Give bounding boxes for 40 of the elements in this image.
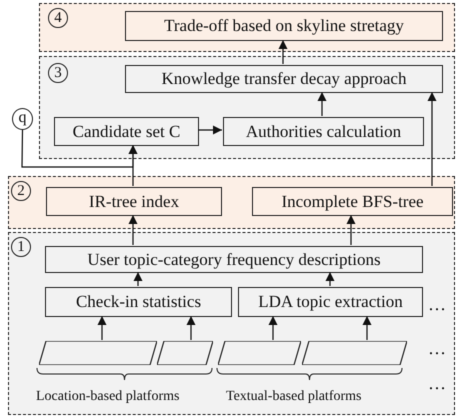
arrow (362, 316, 372, 340)
process-box: IR-tree index (46, 187, 222, 216)
arrow (21, 130, 138, 168)
stage-panel (39, 56, 455, 159)
arrow (428, 92, 436, 186)
stage-panel (39, 3, 455, 52)
parallelogram-shape (157, 341, 213, 365)
arrow (346, 215, 356, 245)
stage-panel (8, 232, 455, 415)
process-box: Authorities calculation (223, 117, 424, 146)
arrow (98, 316, 106, 340)
stage-panel (8, 176, 455, 229)
arrow (326, 272, 334, 286)
step-number: 4 (48, 8, 68, 28)
process-box: Incomplete BFS-tree (252, 187, 453, 216)
process-box: LDA topic extraction (238, 287, 423, 317)
ellipsis-mark: … (428, 294, 447, 315)
process-box: Candidate set C (54, 117, 199, 146)
step-number: 1 (11, 237, 31, 257)
step-number: 2 (11, 181, 31, 201)
arrow (318, 92, 326, 116)
process-box: Check-in statistics (45, 287, 232, 317)
group-caption: Location-based platforms (36, 389, 180, 405)
parallelogram-shape (39, 341, 157, 365)
arrow (198, 126, 222, 134)
step-number: 3 (48, 63, 68, 83)
ellipsis-mark: … (428, 373, 447, 394)
arrow (134, 272, 142, 286)
arrow (128, 215, 138, 245)
process-box: Trade-off based on skyline stretagy (125, 11, 443, 41)
group-caption: Textual-based platforms (226, 389, 362, 405)
ellipsis-mark: … (428, 338, 447, 359)
arrow (186, 316, 196, 340)
query-circle: q (12, 108, 33, 130)
arrow (278, 40, 288, 64)
parallelogram-shape (302, 341, 407, 365)
arrow (268, 316, 278, 340)
parallelogram-shape (218, 341, 301, 365)
process-box: Knowledge transfer decay approach (125, 65, 443, 93)
process-box: User topic-category frequency descriptions (45, 246, 423, 273)
